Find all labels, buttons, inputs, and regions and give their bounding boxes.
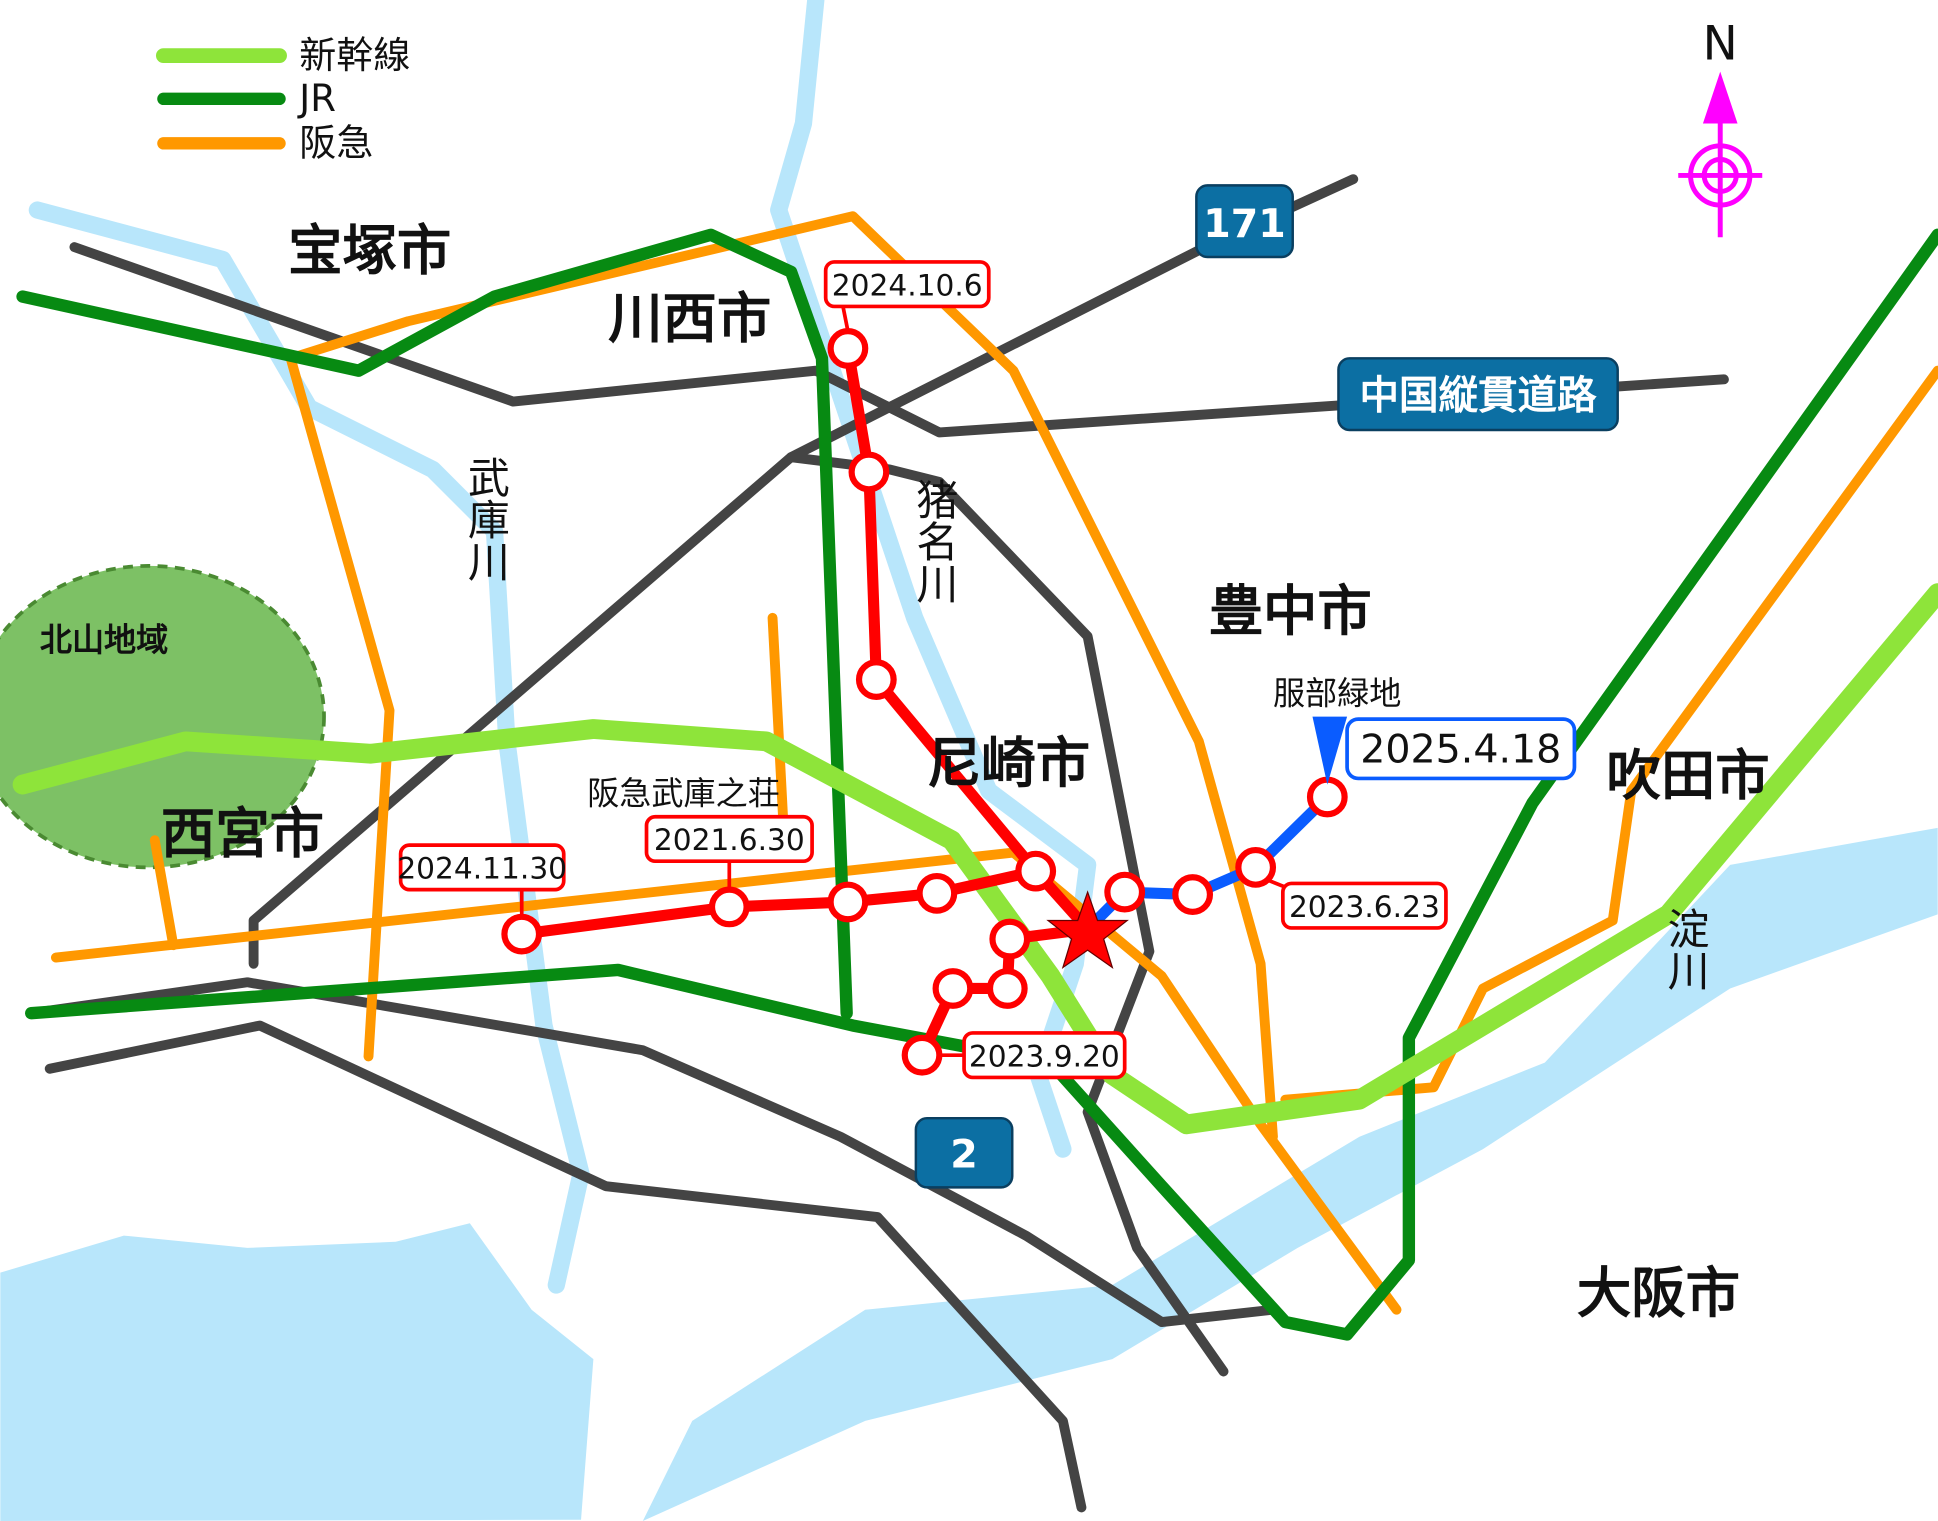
city-kawanishi: 川西市 — [608, 287, 771, 350]
date-callouts: 2024.10.6 2024.11.30 2021.6.30 2023.9.20… — [397, 260, 1577, 1080]
stations — [501, 328, 1348, 1076]
hankyu-lines — [50, 211, 1938, 1315]
river-mukogawa: 武庫川 — [461, 456, 510, 582]
legend-shinkansen: 新幹線 — [299, 34, 410, 77]
station[interactable] — [501, 913, 543, 955]
svg-text:中国縦貫道路: 中国縦貫道路 — [1360, 373, 1598, 419]
blue-route — [1124, 792, 1332, 901]
city-toyonaka: 豊中市 — [1209, 580, 1372, 643]
station[interactable] — [848, 451, 890, 493]
road-sign-2: 2 — [914, 1116, 1014, 1189]
legend: 新幹線 JR 阪急 — [155, 34, 410, 165]
station[interactable] — [1015, 850, 1057, 892]
station[interactable] — [827, 881, 869, 923]
station[interactable] — [708, 886, 750, 928]
station[interactable] — [989, 918, 1031, 960]
station[interactable] — [916, 872, 958, 914]
river-inagawa: 猪名川 — [910, 478, 959, 604]
city-amagasaki: 尼崎市 — [927, 732, 1090, 795]
jr-lines — [16, 228, 1938, 1341]
road-sign-chugoku: 中国縦貫道路 — [1337, 357, 1619, 432]
date-label: 2024.10.6 — [832, 267, 983, 302]
kitayama-area — [0, 564, 326, 870]
legend-hankyu: 阪急 — [299, 122, 373, 165]
svg-text:N: N — [1703, 16, 1738, 71]
station[interactable] — [1172, 874, 1214, 915]
star-icon — [1046, 890, 1129, 969]
station[interactable] — [1306, 776, 1348, 818]
station[interactable] — [855, 659, 897, 700]
city-suita: 吹田市 — [1607, 744, 1770, 807]
shinkansen-line — [12, 583, 1938, 1135]
city-osaka: 大阪市 — [1577, 1262, 1740, 1325]
legend-jr: JR — [297, 77, 336, 120]
svg-text:2: 2 — [950, 1132, 978, 1178]
road-sign-171: 171 — [1195, 184, 1294, 259]
area-kitayama: 北山地域 — [40, 621, 168, 659]
city-takarazuka: 宝塚市 — [288, 219, 451, 282]
date-label-latest: 2025.4.18 — [1360, 726, 1561, 772]
date-label: 2023.6.23 — [1289, 889, 1440, 924]
station[interactable] — [901, 1034, 943, 1076]
pin-marker-icon — [1312, 716, 1348, 785]
city-nishinomiya: 西宮市 — [161, 803, 324, 866]
river-yodogawa: 淀川 — [1661, 907, 1710, 991]
station[interactable] — [1104, 871, 1146, 913]
station[interactable] — [932, 968, 974, 1009]
svg-text:171: 171 — [1203, 201, 1286, 247]
north-compass-icon: N — [1678, 16, 1763, 238]
date-label: 2021.6.30 — [654, 822, 805, 857]
roads — [26, 174, 1729, 1513]
date-label: 2023.9.20 — [969, 1038, 1120, 1073]
date-label: 2024.11.30 — [397, 850, 567, 885]
place-mukonoso: 阪急武庫之荘 — [587, 774, 780, 812]
station[interactable] — [1235, 846, 1277, 888]
place-hattori: 服部緑地 — [1273, 674, 1401, 712]
station[interactable] — [986, 968, 1028, 1009]
station[interactable] — [827, 328, 869, 369]
